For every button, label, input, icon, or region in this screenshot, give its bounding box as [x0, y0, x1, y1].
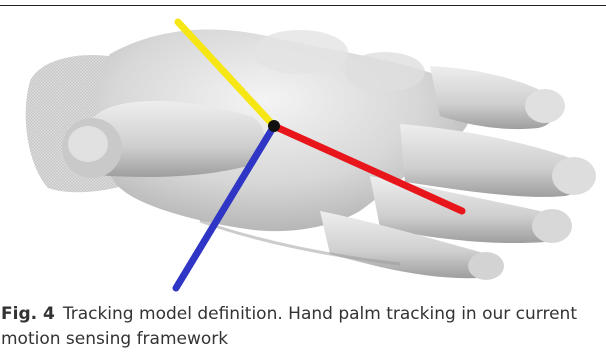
hand-model-image [0, 6, 606, 296]
caption-text: Tracking model definition. Hand palm tra… [1, 304, 577, 349]
figure-label: Fig. 4 [1, 304, 55, 324]
figure-4 [0, 6, 606, 296]
origin-point [268, 120, 280, 132]
